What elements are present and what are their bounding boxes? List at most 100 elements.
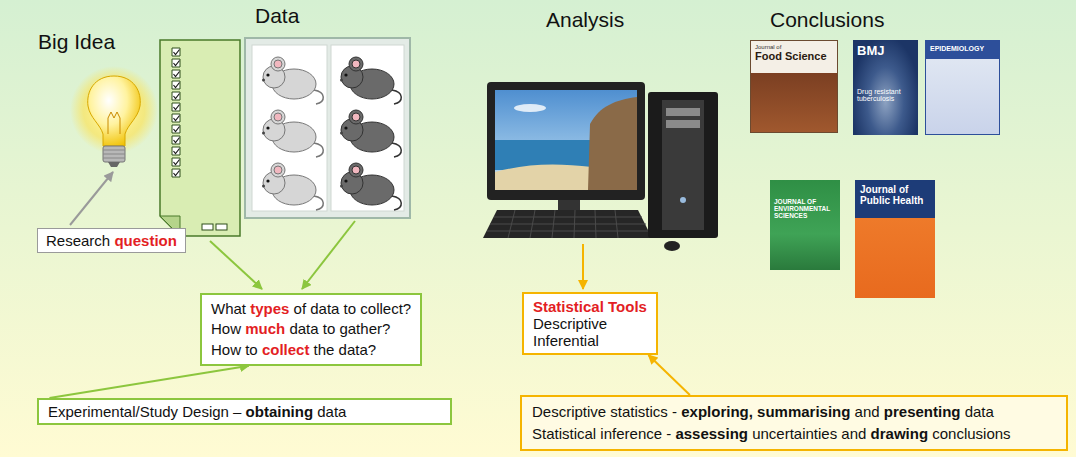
text-run: of (776, 44, 781, 50)
text-run: Tools (608, 298, 647, 315)
text-run: to (245, 341, 262, 358)
node-text: Journal of (755, 44, 833, 50)
connector-arrow (648, 355, 689, 395)
text-run: Experimental/Study (48, 403, 182, 420)
text-run: data (965, 403, 994, 420)
text-run: collect? (360, 300, 411, 317)
node-text: How much data to gather? (211, 319, 411, 339)
node-text: JOURNAL OF ENVIRONMENTAL SCIENCES (774, 198, 836, 219)
checkbox (172, 48, 180, 177)
text-run: Descriptive (533, 315, 607, 332)
light-mouse (262, 163, 323, 210)
text-run: gather? (339, 320, 390, 337)
node-text: Food Science (755, 50, 833, 62)
column-heading: Big Idea (38, 30, 115, 54)
statistics-definition-box: Descriptive statistics - exploring, summ… (520, 395, 1068, 451)
computer-mouse (664, 241, 680, 251)
text-run: How (211, 341, 245, 358)
drive-bay (666, 108, 700, 116)
text-run: statistics (610, 403, 672, 420)
text-run: question (114, 232, 177, 249)
text-run: - (666, 425, 675, 442)
text-run: assessing (675, 425, 752, 442)
mice-column (331, 45, 404, 211)
text-run: resistant (874, 88, 900, 95)
question-box: Research question (37, 228, 186, 253)
text-run: JOURNAL (774, 198, 807, 205)
node-text: Research question (46, 232, 177, 249)
text-run: Descriptive (532, 403, 610, 420)
statistical-tools-box: Statistical ToolsDescriptiveInferential (522, 292, 658, 355)
drive-bay (666, 120, 700, 128)
column-heading: Analysis (546, 8, 624, 32)
text-run: Design (182, 403, 233, 420)
journal-cover: Journal of Public Health (855, 180, 935, 298)
column-heading: Conclusions (770, 8, 884, 32)
text-run: inference (600, 425, 666, 442)
study-design-box: Experimental/Study Design – obtaining da… (37, 398, 452, 425)
bulb-glow (70, 66, 158, 154)
light-mouse (262, 110, 323, 157)
text-run: SCIENCES (774, 212, 807, 219)
text-run: Inferential (533, 332, 599, 349)
text-run: What (211, 300, 250, 317)
form-sheet (160, 40, 240, 236)
text-run: – (233, 403, 246, 420)
connector-arrow (49, 366, 248, 398)
text-run: the (314, 341, 339, 358)
text-run: uncertainties (752, 425, 841, 442)
light-mouse (262, 57, 323, 104)
journal-cover: BMJ Drug resistant tuberculosis (853, 40, 918, 135)
text-run: Statistical (532, 425, 600, 442)
mice-frame (245, 38, 410, 218)
text-run: BMJ (857, 43, 884, 58)
dark-mouse (340, 57, 401, 104)
leader-arrow (302, 221, 355, 289)
text-run: types (250, 300, 293, 317)
node-text: What types of data to collect? (211, 299, 411, 319)
questionnaire-form (160, 40, 240, 236)
node-text: Inferential (533, 332, 647, 349)
text-run: Journal (755, 44, 776, 50)
bulb-base (103, 146, 125, 162)
text-run: How (211, 320, 245, 337)
form-field (216, 224, 227, 230)
node-text: Descriptive statistics - exploring, summ… (532, 401, 1056, 423)
text-run: data (310, 300, 343, 317)
bulb-glass (88, 76, 141, 146)
text-run: Health (893, 195, 924, 206)
data-questions-box: What types of data to collect?How much d… (200, 293, 422, 366)
text-run: obtaining (246, 403, 318, 420)
text-run: Research (46, 232, 114, 249)
text-run: ENVIRONMENTAL (774, 205, 830, 212)
text-run: to (323, 320, 340, 337)
mice-column (252, 45, 327, 211)
computer (483, 82, 718, 251)
node-text: Drug resistant tuberculosis (857, 88, 914, 102)
form-field (202, 224, 213, 230)
keyboard-keys (487, 210, 649, 238)
computer-tower (648, 92, 718, 238)
node-text: Journal of Public Health (860, 184, 930, 206)
dark-mouse (340, 110, 401, 157)
node-text: EPIDEMIOLOGY (930, 45, 995, 52)
screen (495, 90, 637, 190)
power-button (680, 197, 686, 203)
text-run: presenting (884, 403, 965, 420)
text-run: - (672, 403, 681, 420)
text-run: Drug (857, 88, 874, 95)
check-mark (174, 50, 180, 176)
keyboard (483, 210, 652, 238)
text-run: exploring, (681, 403, 757, 420)
text-run: data (289, 320, 322, 337)
tower-front (662, 100, 704, 230)
node-text: Experimental/Study Design – obtaining da… (48, 403, 441, 420)
text-run: Science (785, 50, 827, 62)
light-bulb (70, 66, 158, 167)
text-run: to (344, 300, 361, 317)
text-run: EPIDEMIOLOGY (930, 45, 984, 52)
journal-cover: EPIDEMIOLOGY (925, 40, 1000, 135)
dark-mouse (340, 163, 401, 210)
bulb-filament (108, 112, 120, 134)
text-run: OF (807, 198, 816, 205)
